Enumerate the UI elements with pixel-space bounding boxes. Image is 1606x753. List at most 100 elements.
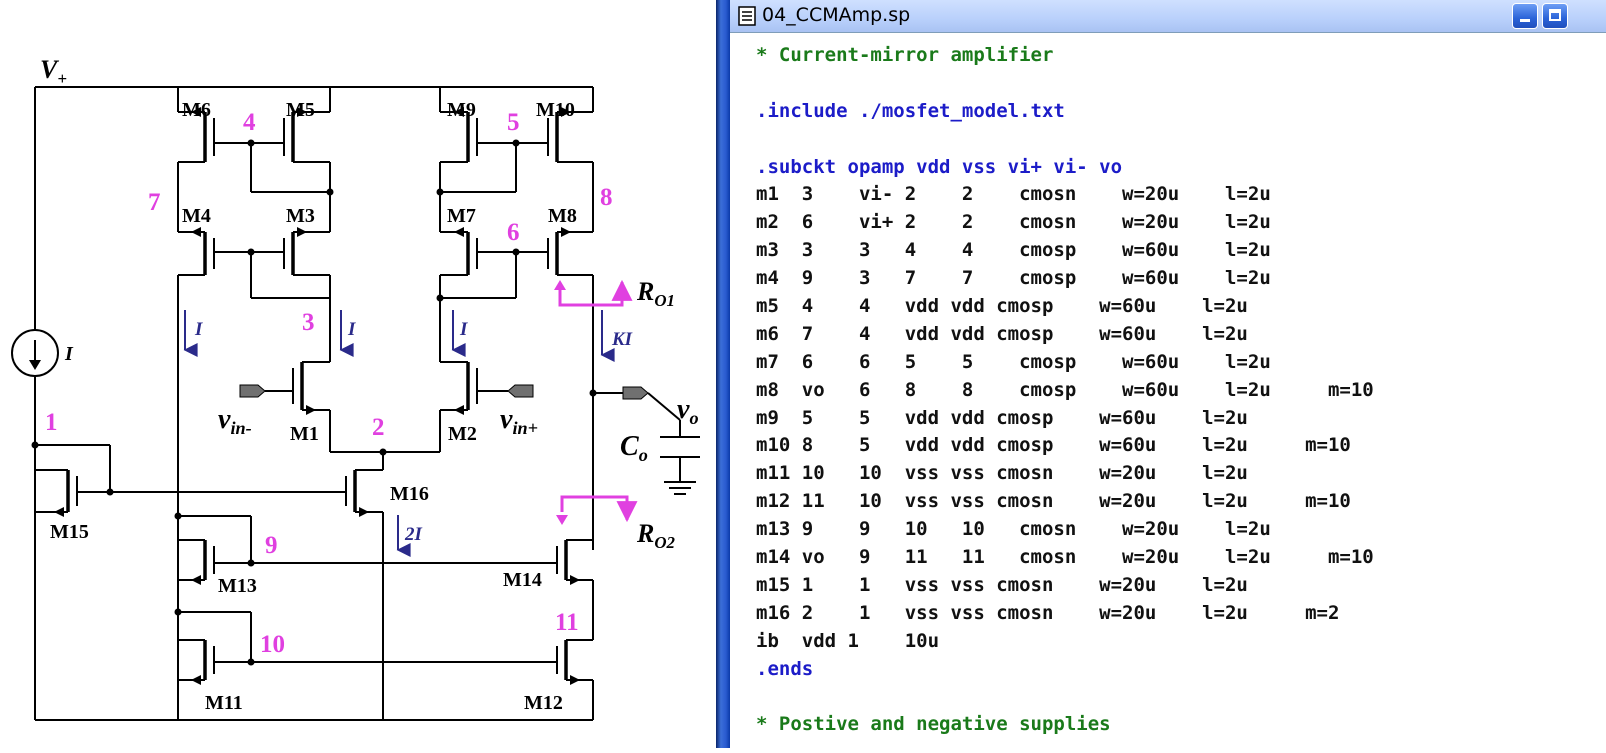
node-label: 1	[45, 409, 58, 436]
code-area[interactable]: * Current-mirror amplifier .include ./mo…	[756, 42, 1596, 739]
ro2-arrow	[560, 495, 638, 523]
code-line: m7 6 6 5 5 cmosp w=60u l=2u	[756, 350, 1271, 373]
vin-plus-label: vin+	[500, 404, 538, 438]
transistor-label: M1	[290, 423, 319, 445]
transistor-label: M5	[286, 99, 315, 121]
code-line: .ends	[756, 657, 814, 680]
code-line: m10 8 5 vdd vdd cmosp w=60u l=2u m=10	[756, 434, 1351, 457]
window-titlebar[interactable]: 04_CCMAmp.sp	[730, 0, 1606, 33]
document-icon	[738, 6, 756, 26]
transistor-m1	[292, 362, 316, 415]
transistor-m6	[191, 107, 215, 162]
node-label: 3	[302, 309, 315, 336]
junction-dot	[174, 608, 182, 616]
wires	[34, 86, 696, 721]
vo-label: vo	[677, 394, 699, 428]
junction-dot	[512, 248, 520, 256]
code-line: .include ./mosfet_model.txt	[756, 99, 1065, 122]
code-line: m5 4 4 vdd vdd cmosp w=60u l=2u	[756, 295, 1248, 318]
current-label: I	[459, 319, 468, 340]
transistor-m8	[547, 227, 571, 275]
transistor-label: M4	[182, 205, 211, 227]
junction-dot	[247, 139, 255, 147]
junction-dot	[436, 294, 444, 302]
text-editor-window: 04_CCMAmp.sp * Current-mirror amplifier …	[716, 0, 1606, 748]
current-label: I	[347, 319, 356, 340]
code-line: m8 vo 6 8 8 cmosp w=60u l=2u m=10	[756, 378, 1374, 401]
maximize-icon	[1549, 9, 1561, 21]
transistor-label: M7	[447, 205, 476, 227]
transistor-m15	[54, 470, 78, 517]
window-title: 04_CCMAmp.sp	[762, 4, 911, 26]
vin-minus-label: vin-	[218, 404, 252, 438]
junction-dot	[174, 512, 182, 520]
junction-dot	[106, 488, 114, 496]
input-port-minus	[239, 384, 266, 398]
code-line: * Postive and negative supplies	[756, 713, 1111, 736]
ro2-label: RO2	[636, 519, 676, 552]
output-port	[622, 386, 649, 400]
transistor-label: M9	[447, 99, 476, 121]
transistor-m14	[556, 540, 580, 585]
current-source-label: I	[64, 343, 74, 365]
transistor-label: M3	[286, 205, 315, 227]
devices	[11, 107, 700, 685]
junction-dot	[436, 188, 444, 196]
code-line	[756, 683, 1596, 711]
code-line	[756, 70, 1596, 98]
transistor-label: M8	[548, 205, 577, 227]
transistor-label: M14	[503, 569, 542, 591]
transistor-m16	[345, 470, 369, 517]
code-line: ib vdd 1 10u	[756, 629, 940, 652]
code-line: m15 1 1 vss vss cmosn w=20u l=2u	[756, 573, 1248, 596]
transistor-label: M16	[390, 483, 429, 505]
transistor-m3	[283, 227, 307, 275]
ro1-label: RO1	[636, 277, 675, 310]
vplus-label: V+	[40, 55, 67, 88]
node-label: 11	[555, 609, 579, 636]
junction-dot	[379, 448, 387, 456]
code-line: m4 9 3 7 7 cmosp w=60u l=2u	[756, 267, 1271, 290]
transistor-m11	[191, 640, 215, 685]
transistor-m13	[191, 540, 215, 585]
transistor-label: M15	[50, 521, 89, 543]
transistor-m2	[454, 362, 478, 415]
transistor-label: M13	[218, 575, 257, 597]
code-line: * Current-mirror amplifier	[756, 44, 1054, 66]
node-label: 4	[243, 109, 256, 136]
transistor-label: M12	[524, 692, 563, 714]
junction-dot	[512, 139, 520, 147]
transistor-m12	[556, 640, 580, 685]
code-line: m3 3 3 4 4 cmosp w=60u l=2u	[756, 239, 1271, 262]
node-label: 10	[260, 631, 285, 658]
current-label: I	[194, 319, 203, 340]
node-label: 2	[372, 414, 385, 441]
code-line: .subckt opamp vdd vss vi+ vi- vo	[756, 155, 1123, 178]
maximize-button[interactable]	[1542, 3, 1568, 29]
node-label: 7	[148, 189, 161, 216]
minimize-icon	[1520, 19, 1530, 22]
current-label: 2I	[404, 524, 423, 545]
junction-dot	[589, 389, 597, 397]
node-label: 6	[507, 219, 520, 246]
junction-dot	[326, 188, 334, 196]
node-label: 5	[507, 109, 520, 136]
window-frame-left	[716, 0, 730, 748]
ro1-arrow	[558, 279, 633, 307]
code-line: m16 2 1 vss vss cmosn w=20u l=2u m=2	[756, 601, 1340, 624]
junction-dot	[31, 441, 39, 449]
transistor-m5	[283, 107, 307, 162]
code-line: m2 6 vi+ 2 2 cmosn w=20u l=2u	[756, 211, 1271, 234]
transistor-m4	[191, 227, 215, 275]
junction-dot	[247, 658, 255, 666]
code-line: m12 11 10 vss vss cmosn w=20u l=2u m=10	[756, 490, 1351, 513]
transistor-m10	[547, 107, 571, 162]
minimize-button[interactable]	[1512, 3, 1538, 29]
transistor-label: M10	[536, 99, 575, 121]
junction-dot	[247, 559, 255, 567]
node-label: 9	[265, 532, 278, 559]
transistor-label: M2	[448, 423, 477, 445]
input-port-plus	[507, 384, 534, 398]
